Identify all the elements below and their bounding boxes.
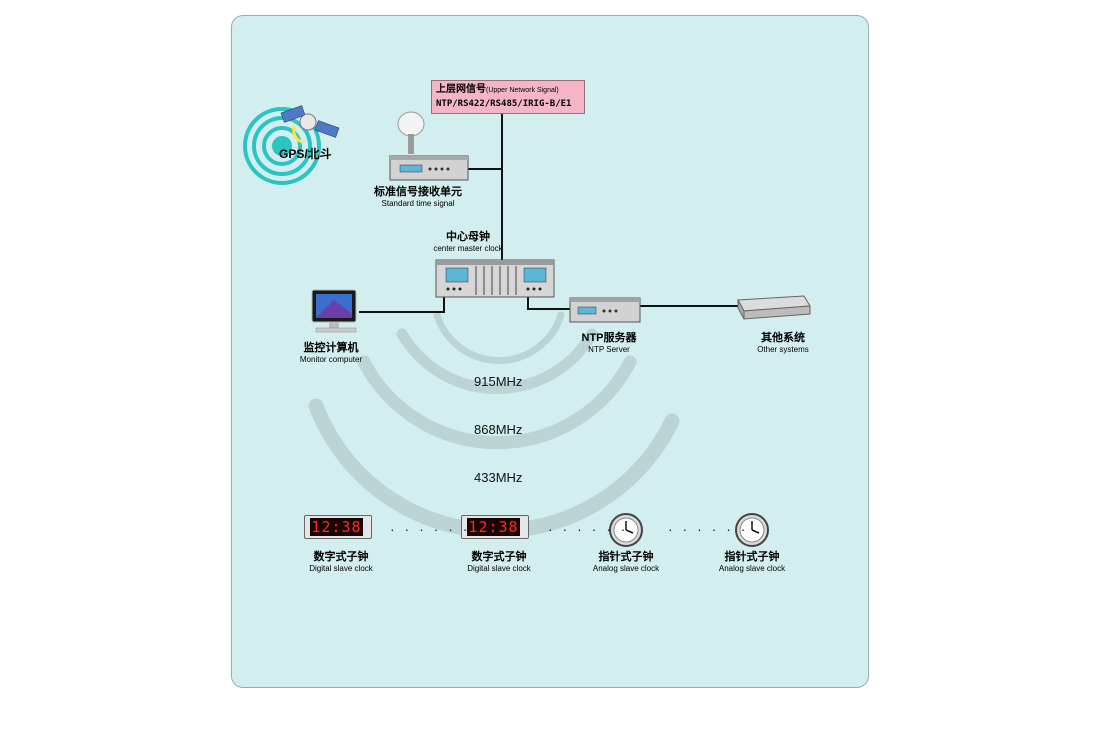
ntp-server-icon: [569, 297, 641, 323]
ellipsis-2: · · · · · ·: [548, 521, 629, 537]
upper-network-title: 上层网信号(Upper Network Signal): [436, 84, 559, 95]
master-clock-rack-icon: [435, 259, 555, 298]
other-systems-label-en: Other systems: [757, 345, 809, 354]
receiver-label-en: Standard time signal: [381, 199, 455, 208]
frequency-915: 915MHz: [474, 374, 523, 389]
ntp-server-label: NTP服务器 NTP Server: [562, 331, 656, 355]
other-systems-label: 其他系统 Other systems: [736, 331, 830, 355]
receiver-label: 标准信号接收单元 Standard time signal: [357, 185, 479, 209]
slave-clock-label-1: 数字式子钟 Digital slave clock: [287, 550, 395, 574]
upper-network-signal-box: 上层网信号(Upper Network Signal) NTP/RS422/RS…: [431, 80, 585, 114]
analog-clock-1-icon: [609, 513, 643, 547]
master-clock-label-cn: 中心母钟: [446, 231, 490, 243]
upper-network-protocols: NTP/RS422/RS485/IRIG-B/E1: [436, 99, 572, 109]
monitor-computer-icon: [311, 289, 357, 333]
monitor-label-cn: 监控计算机: [303, 342, 359, 354]
diagram-graphics: [243, 105, 811, 547]
slave-clock-1-en: Digital slave clock: [309, 564, 373, 573]
slave-clock-3-en: Analog slave clock: [592, 564, 660, 573]
digital-clock-1: 12:38: [304, 515, 372, 539]
digital-clock-2-display: 12:38: [467, 518, 520, 536]
slave-clock-3-cn: 指针式子钟: [598, 551, 654, 563]
slave-clock-4-cn: 指针式子钟: [724, 551, 780, 563]
master-clock-label: 中心母钟 center master clock: [407, 230, 529, 254]
slave-clock-label-3: 指针式子钟 Analog slave clock: [572, 550, 680, 574]
slave-clock-2-en: Digital slave clock: [467, 564, 531, 573]
slave-clock-4-en: Analog slave clock: [718, 564, 786, 573]
ntp-server-label-cn: NTP服务器: [581, 332, 637, 344]
digital-clock-2: 12:38: [461, 515, 529, 539]
gps-rings-icon: [243, 107, 321, 185]
receiver-label-cn: 标准信号接收单元: [374, 186, 462, 198]
satellite-icon: [280, 105, 340, 144]
signal-arc-1: [433, 311, 565, 364]
master-clock-label-en: center master clock: [433, 244, 503, 253]
monitor-label-en: Monitor computer: [299, 355, 363, 364]
other-systems-label-cn: 其他系统: [761, 332, 805, 344]
diagram-panel: 上层网信号(Upper Network Signal) NTP/RS422/RS…: [231, 15, 869, 688]
line-master-ntp: [527, 296, 570, 310]
frequency-868: 868MHz: [474, 422, 523, 437]
line-master-monitor: [359, 297, 445, 313]
gps-label: GPS/北斗: [279, 147, 332, 161]
digital-clock-1-display: 12:38: [310, 518, 363, 536]
signal-arc-3: [357, 355, 637, 450]
slave-clock-label-4: 指针式子钟 Analog slave clock: [698, 550, 806, 574]
signal-arc-2: [396, 328, 598, 394]
monitor-label: 监控计算机 Monitor computer: [277, 341, 385, 365]
analog-clock-2-icon: [735, 513, 769, 547]
slave-clock-2-cn: 数字式子钟: [471, 551, 527, 563]
upper-network-subtitle: (Upper Network Signal): [486, 87, 559, 94]
receiver-device-icon: [389, 111, 469, 181]
ntp-server-label-en: NTP Server: [588, 345, 630, 354]
slave-clock-1-cn: 数字式子钟: [313, 551, 369, 563]
other-systems-icon: [737, 295, 811, 320]
frequency-433: 433MHz: [474, 470, 523, 485]
ellipsis-1: · · · · · ·: [390, 521, 471, 537]
slave-clock-label-2: 数字式子钟 Digital slave clock: [445, 550, 553, 574]
ellipsis-3: · · · · · ·: [668, 521, 749, 537]
